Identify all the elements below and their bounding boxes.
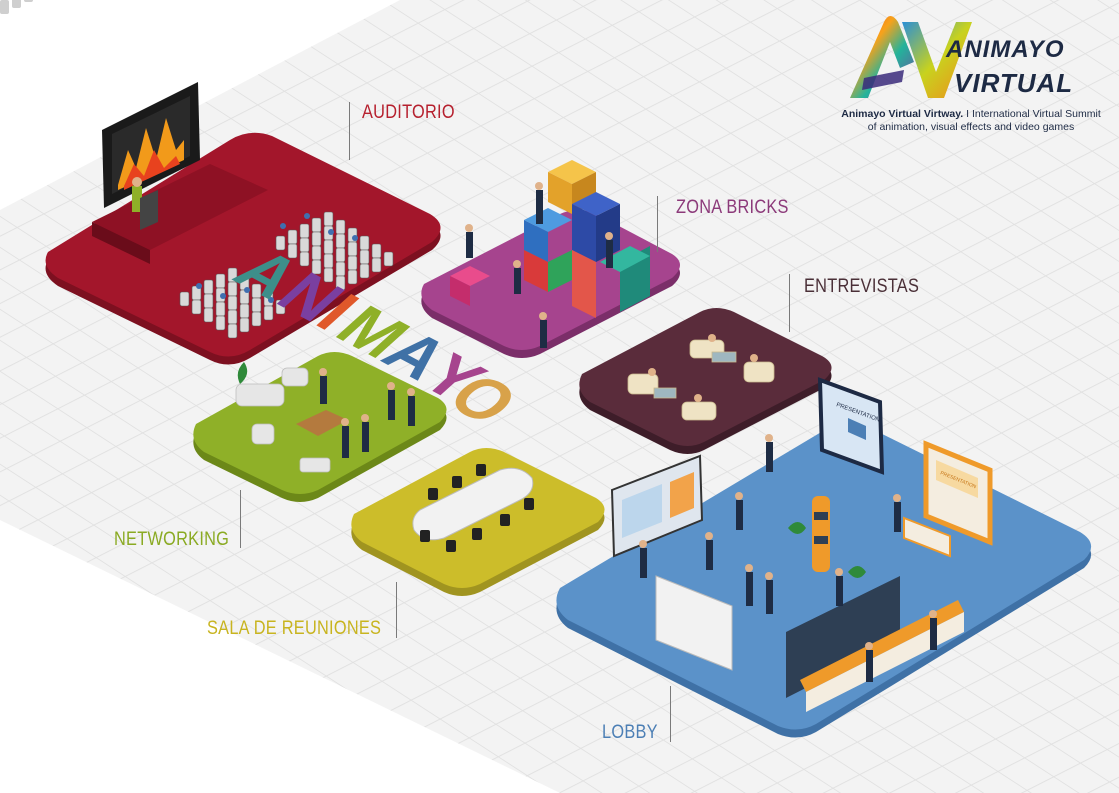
leader-networking [240,490,241,548]
logo-word-animayo: ANIMAYO [946,36,1065,63]
booth [903,440,993,558]
leader-entrevistas [789,274,790,332]
tagline-bold: Animayo Virtual Virtway. [841,108,964,120]
auditorio-zone[interactable] [0,0,441,365]
leader-reuniones [396,582,397,638]
exhibit-stand [610,454,704,558]
label-zona-bricks[interactable]: ZONA BRICKS [676,197,789,218]
animayo-av-mark [850,16,972,98]
networking-zone[interactable] [193,352,447,502]
leader-lobby [670,686,671,742]
presentation-screen [102,82,200,208]
lounge-sofas [627,339,775,421]
zona-bricks-zone[interactable] [421,160,680,358]
tagline-line2: of animation, visual effects and video g… [867,121,1075,133]
lobby-screen [817,377,885,475]
leader-auditorio [349,102,350,160]
label-auditorio[interactable]: AUDITORIO [362,102,455,123]
logo-word-virtual: VIRTUAL [954,68,1074,98]
label-networking[interactable]: NETWORKING [114,529,230,550]
label-entrevistas[interactable]: ENTREVISTAS [804,276,920,297]
tagline-rest: I International Virtual Summit [963,108,1101,120]
lobby-zone[interactable] [556,377,1092,738]
leader-bricks [657,196,658,252]
sala-reuniones-zone[interactable] [351,448,605,596]
meeting-table [412,467,534,541]
audience-seats [0,0,33,14]
entrevistas-zone[interactable] [579,308,832,454]
logo-tagline: Animayo Virtual Virtway. I International… [836,108,1106,134]
label-sala-reuniones[interactable]: SALA DE REUNIONES [207,618,382,639]
animayo-virtual-logo: ANIMAYO VIRTUAL Animayo Virtual Virtway.… [836,12,1106,142]
label-lobby[interactable]: LOBBY [602,722,658,743]
